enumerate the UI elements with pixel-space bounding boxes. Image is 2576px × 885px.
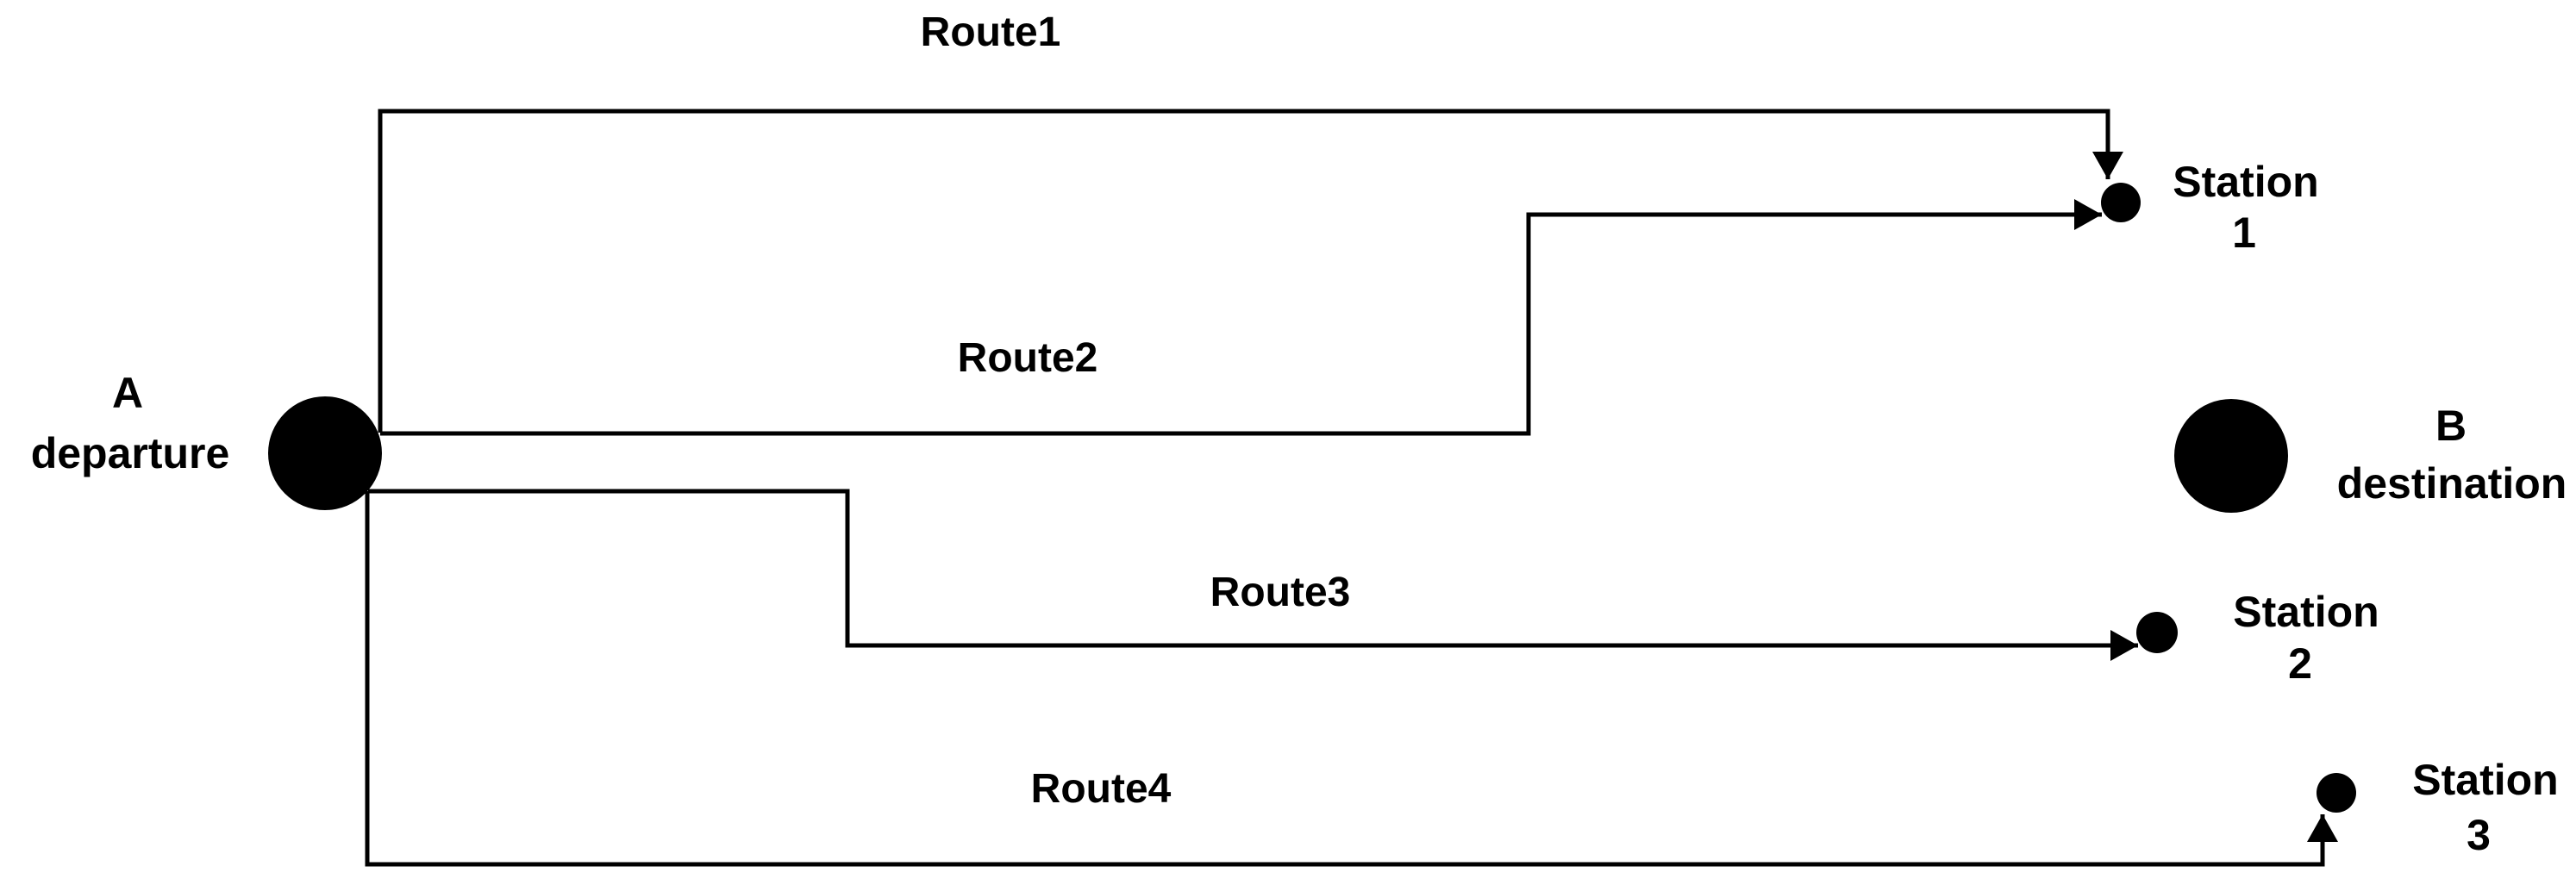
route-4-line xyxy=(365,491,2338,867)
route-2-label: Route2 xyxy=(958,335,1098,381)
route-1-label: Route1 xyxy=(921,9,1061,55)
station-2-label-line-2: 2 xyxy=(2288,639,2312,688)
station-1-node xyxy=(2101,183,2141,222)
station-3-label-line-1: Station xyxy=(2412,756,2558,804)
station-2-node xyxy=(2136,612,2178,653)
route-1-line xyxy=(378,109,2123,433)
route-4-label: Route4 xyxy=(1031,766,1172,812)
departure-label-line-1: A xyxy=(112,369,143,417)
station-3-label-line-2: 3 xyxy=(2467,811,2491,859)
station-1-label-line-2: 1 xyxy=(2232,209,2256,257)
departure-label-line-2: departure xyxy=(31,429,230,477)
station-3-node xyxy=(2317,773,2356,813)
station-2-label-line-1: Station xyxy=(2233,588,2379,636)
destination-label-line-2: destination xyxy=(2337,459,2567,508)
route-3-line xyxy=(368,489,2138,661)
route-3-label: Route3 xyxy=(1210,570,1351,615)
destination-label-line-1: B xyxy=(2435,402,2467,450)
route-2-line xyxy=(380,199,2102,436)
departure-node xyxy=(268,396,382,510)
station-1-label-line-1: Station xyxy=(2173,158,2318,206)
destination-node xyxy=(2174,399,2288,513)
